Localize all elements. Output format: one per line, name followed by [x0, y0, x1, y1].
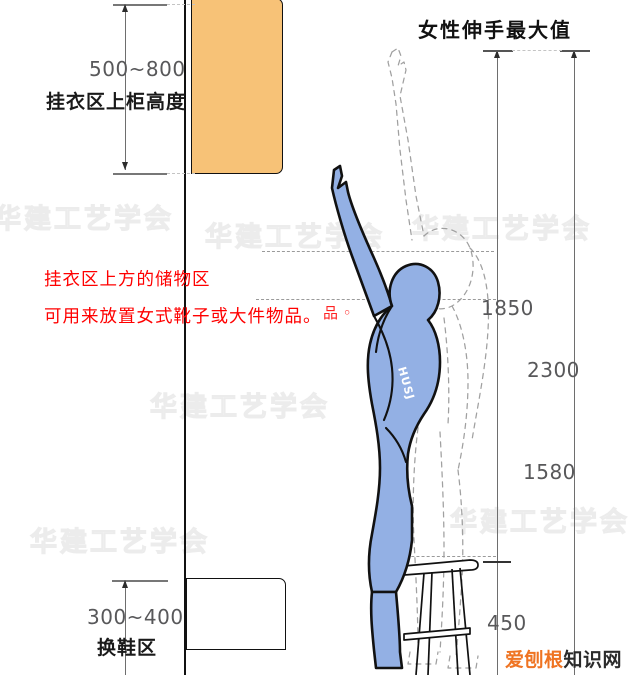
dim-arrow-up	[122, 4, 129, 12]
note-line-2: 可用来放置女式靴子或大件物品。	[44, 307, 322, 327]
dim-value-450: 450	[487, 611, 527, 635]
dim-extension-dash	[167, 4, 195, 5]
dim-arrow-up	[571, 50, 578, 58]
dim-line-2300	[574, 52, 576, 675]
dim-tick-top	[483, 50, 513, 52]
red-mark-icon: 品 ◦	[323, 304, 352, 322]
note-line-1: 挂衣区上方的储物区	[44, 270, 211, 290]
dim-value-cabinet-height: 500~800	[89, 57, 186, 81]
site-logo: 爱刨根知识网	[505, 645, 622, 672]
dim-line-shoe-zone	[125, 581, 127, 675]
dim-label-cabinet-height: 挂衣区上柜高度	[46, 91, 187, 113]
dim-value-1850: 1850	[481, 296, 534, 320]
dim-arrow-up	[494, 50, 501, 58]
wall-line	[184, 0, 187, 675]
dim-arrow-up	[122, 580, 129, 588]
dim-tick-bottom	[113, 173, 167, 175]
dim-value-shoe-zone: 300~400	[87, 605, 184, 629]
dim-line-1850	[497, 52, 499, 675]
dim-tick-top	[560, 50, 590, 52]
dim-value-2300: 2300	[527, 358, 580, 382]
dim-extension-dash	[512, 50, 562, 51]
logo-highlight: 爱刨根	[505, 649, 564, 671]
dim-tick-top	[113, 4, 167, 6]
upper-cabinet	[191, 0, 283, 174]
dim-value-1580: 1580	[523, 460, 576, 484]
dim-extension-dash	[167, 173, 195, 174]
logo-rest: 知识网	[563, 649, 623, 671]
ghost-reference-dash	[396, 556, 496, 557]
ghost-reference-dash	[262, 251, 494, 252]
dim-line-cabinet-height	[125, 5, 127, 170]
dim-label-shoe-zone: 换鞋区	[97, 637, 158, 659]
diagram-title: 女性伸手最大值	[418, 18, 572, 42]
dim-arrow-down	[122, 162, 129, 170]
shoe-bench	[186, 578, 286, 650]
dim-tick-seat	[483, 561, 511, 563]
dim-tick-top	[112, 580, 168, 582]
